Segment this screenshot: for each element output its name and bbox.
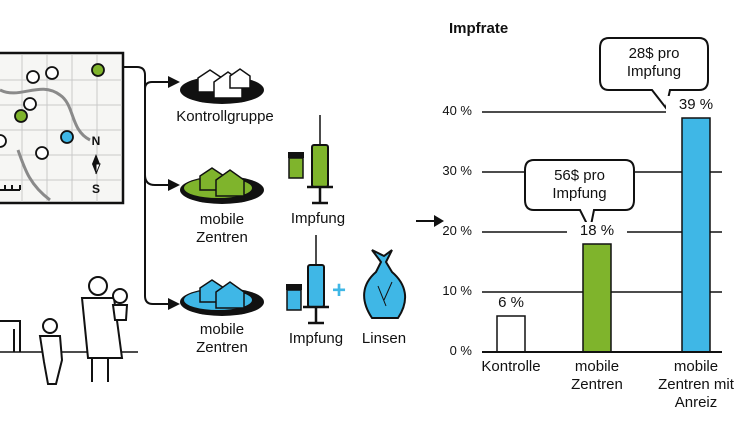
map-point (14, 109, 28, 123)
bar-value-label: 39 % (666, 96, 726, 113)
intervention-label-green: Impfung (290, 210, 346, 227)
annotation-blue: 28$ pro Impfung (626, 45, 682, 80)
map-point (23, 97, 37, 111)
map-point (45, 66, 59, 80)
group-label-blue: mobile Zentren (196, 321, 248, 356)
map-point (91, 63, 105, 77)
chart-bars (496, 117, 711, 353)
plus-icon: + (331, 277, 346, 304)
house-icon-control (180, 68, 264, 104)
arrowheads (168, 76, 180, 310)
bar (582, 243, 612, 353)
compass-icon (92, 154, 101, 175)
group-label-control: Kontrollgruppe (176, 108, 274, 125)
annotation-green: 56$ pro Impfung (552, 167, 607, 202)
bar (681, 117, 711, 353)
lentil-bag-icon (363, 249, 407, 319)
map-point (0, 134, 7, 148)
map-icon (0, 51, 125, 205)
chart-title: Impfrate (449, 20, 509, 37)
map-point (60, 130, 74, 144)
bar (496, 315, 526, 353)
y-tick-label: 0 % (449, 343, 472, 358)
y-tick-label: 30 % (442, 163, 472, 178)
y-tick-label: 20 % (442, 223, 472, 238)
branch-arrows (123, 66, 170, 305)
bar-value-label: 18 % (567, 222, 627, 239)
speech-bubble-green (524, 159, 635, 234)
people-walking-icon (0, 276, 138, 385)
syringe-icon-green (307, 115, 333, 205)
group-label-green: mobile Zentren (196, 211, 248, 246)
y-tick-label: 40 % (442, 103, 472, 118)
vial-icon-green (288, 152, 304, 179)
y-tick-label: 10 % (442, 283, 472, 298)
compass-n-label: N (91, 134, 101, 148)
intervention-label-blue: Impfung (288, 330, 344, 347)
x-tick-label: Kontrolle (481, 358, 541, 375)
bonus-label: Linsen (361, 330, 407, 347)
vial-icon-blue (286, 284, 302, 311)
x-tick-label: mobile Zentren (571, 358, 623, 393)
bar-value-label: 6 % (481, 294, 541, 311)
house-icon-blue (180, 279, 264, 316)
x-tick-label: mobile Zentren mit Anreiz (658, 358, 734, 411)
house-icon-green (180, 167, 264, 204)
compass-s-label: S (91, 182, 100, 196)
map-point (26, 70, 40, 84)
map-point (35, 146, 49, 160)
chart-arrow (416, 215, 444, 227)
syringe-icon-blue (303, 235, 329, 325)
